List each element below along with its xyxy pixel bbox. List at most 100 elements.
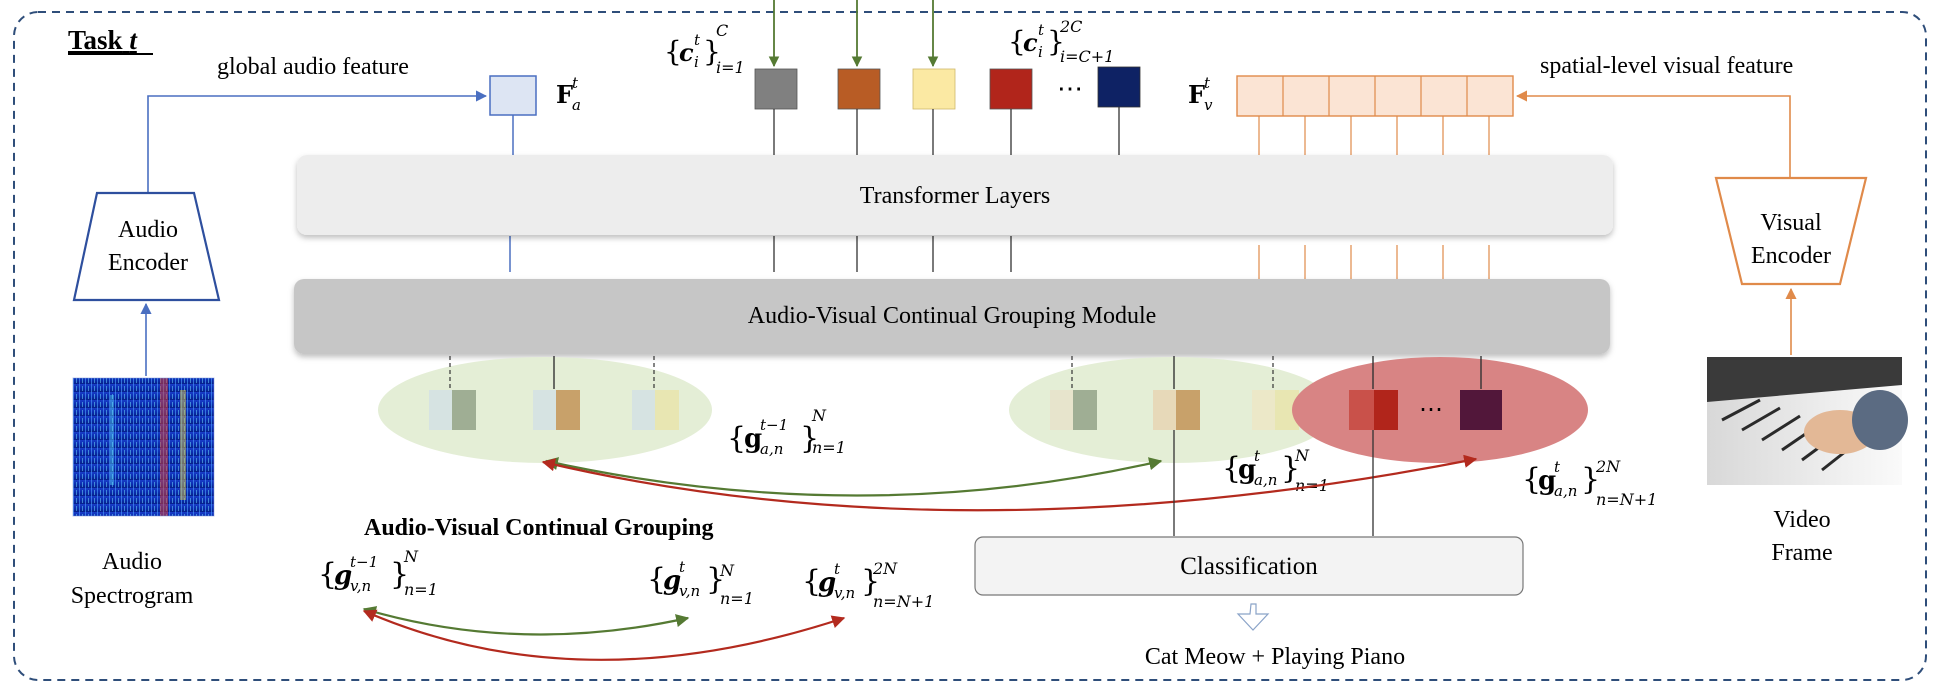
task-title-symbol: t — [129, 25, 138, 55]
video-input-label-line2: Frame — [1771, 540, 1832, 566]
svg-text:C: C — [716, 21, 728, 40]
audio-group-green-arrow — [544, 457, 1163, 497]
svg-text:v,n: v,n — [679, 582, 700, 600]
audio-feature-label: F a t — [556, 74, 581, 114]
class-token-3 — [912, 68, 956, 110]
audio-group-red-arrow — [541, 454, 1478, 512]
class-token-1 — [754, 68, 798, 110]
audio-spectrogram-image — [72, 377, 215, 517]
svg-text:i=1: i=1 — [716, 58, 745, 77]
svg-text:F: F — [1188, 80, 1205, 109]
svg-text:v,n: v,n — [350, 577, 371, 595]
group-audio-new-label: { g a,n t } 2N n=N+1 — [1522, 457, 1657, 509]
svg-text:g: g — [818, 568, 836, 598]
svg-text:}: } — [706, 562, 725, 597]
svg-text:N: N — [403, 547, 419, 566]
svg-text:n=1: n=1 — [720, 589, 754, 608]
svg-text:v,n: v,n — [834, 584, 855, 602]
svg-text:g: g — [334, 561, 352, 591]
svg-text:g: g — [663, 566, 681, 596]
class-token-5 — [1097, 66, 1141, 108]
svg-text:i: i — [694, 53, 699, 71]
svg-text:}: } — [390, 557, 409, 592]
svg-text:}: } — [1581, 462, 1600, 497]
svg-text:t: t — [694, 31, 701, 49]
svg-text:t: t — [1038, 21, 1045, 39]
svg-text:}: } — [800, 421, 819, 456]
visual-feature-caption: spatial-level visual feature — [1540, 53, 1793, 79]
video-input-label-line1: Video — [1773, 507, 1830, 533]
svg-text:n=N+1: n=N+1 — [1596, 490, 1657, 509]
svg-text:n=1: n=1 — [812, 438, 846, 457]
svg-text:a,n: a,n — [1554, 482, 1577, 500]
svg-text:Encoder: Encoder — [1751, 243, 1831, 269]
group-audio-prev-label: { g a,n t−1 } N n=1 — [727, 406, 846, 458]
svg-text:F: F — [556, 80, 573, 109]
transformer-layers-block: Transformer Layers — [297, 155, 1613, 235]
svg-text:{: { — [647, 562, 666, 597]
svg-text:2N: 2N — [1595, 457, 1621, 476]
svg-text:t: t — [834, 560, 841, 578]
svg-text:{: { — [318, 557, 337, 592]
svg-text:g: g — [1538, 466, 1556, 496]
class-token-4 — [989, 68, 1033, 110]
class-token-ellipsis: ⋯ — [1057, 74, 1083, 103]
class-token-set2-label: { c i t } 2C i=C+1 — [1008, 17, 1114, 66]
task-title-word: Task — [68, 25, 123, 55]
output-prediction: Cat Meow + Playing Piano — [1145, 644, 1405, 670]
visual-feature-label: F v t — [1188, 74, 1213, 114]
class-token-2 — [837, 68, 881, 110]
group-new-ellipsis: ⋯ — [1419, 397, 1443, 423]
svg-text:Transformer Layers: Transformer Layers — [860, 183, 1050, 209]
audio-feature-arrow — [147, 90, 488, 192]
visual-feature-arrow — [1515, 90, 1791, 178]
svg-text:t: t — [1204, 74, 1211, 92]
audio-encoder: Audio Encoder — [72, 191, 221, 302]
svg-text:c: c — [1023, 28, 1038, 57]
svg-text:t−1: t−1 — [760, 416, 788, 434]
audio-feature-caption: global audio feature — [217, 54, 409, 80]
task-frame — [13, 11, 1927, 681]
svg-text:Classification: Classification — [1180, 553, 1318, 580]
svg-text:a: a — [572, 96, 581, 114]
svg-text:n=1: n=1 — [404, 580, 438, 599]
svg-text:{: { — [802, 564, 821, 599]
svg-text:i: i — [1038, 43, 1043, 61]
svg-text:t−1: t−1 — [350, 553, 378, 571]
task-title: Task t — [68, 25, 153, 55]
svg-text:2N: 2N — [872, 559, 898, 578]
group-audio-cur-label: { g a,n t } N n=1 — [1222, 446, 1329, 495]
svg-text:n=N+1: n=N+1 — [873, 592, 934, 611]
svg-text:c: c — [679, 38, 694, 67]
svg-text:N: N — [811, 406, 827, 425]
svg-text:{: { — [1008, 25, 1026, 58]
svg-text:g: g — [744, 424, 762, 454]
grouping-module-block: Audio-Visual Continual Grouping Module — [294, 279, 1610, 354]
visual-feature-tokens — [1236, 75, 1514, 117]
svg-text:}: } — [703, 35, 721, 68]
avcg-visual-cur-label: { g v,n t } N n=1 — [647, 558, 754, 608]
group-cur-ellipse — [1009, 356, 1337, 463]
avcg-red-arrow — [362, 609, 846, 661]
class-token-set1-label: { c i t } C i=1 — [664, 21, 745, 77]
group-new-ellipse: ⋯ — [1292, 356, 1588, 463]
video-frame-image — [1707, 357, 1908, 485]
svg-text:t: t — [679, 558, 686, 576]
avcg-visual-new-label: { g v,n t } 2N n=N+1 — [802, 559, 934, 611]
svg-text:}: } — [861, 564, 880, 599]
svg-text:t: t — [1254, 447, 1261, 465]
svg-text:v: v — [1204, 96, 1213, 114]
svg-text:{: { — [1522, 462, 1541, 497]
svg-text:{: { — [727, 421, 746, 456]
audio-input-label-line2: Spectrogram — [71, 583, 194, 609]
output-arrow — [1236, 603, 1270, 631]
svg-text:Encoder: Encoder — [108, 250, 188, 276]
audio-input-label-line1: Audio — [102, 549, 162, 575]
visual-encoder: Visual Encoder — [1714, 176, 1868, 286]
avcg-visual-prev-label: { g v,n t−1 } N n=1 — [318, 547, 438, 599]
svg-text:i=C+1: i=C+1 — [1060, 47, 1114, 66]
svg-text:a,n: a,n — [760, 440, 783, 458]
svg-text:}: } — [1047, 25, 1065, 58]
